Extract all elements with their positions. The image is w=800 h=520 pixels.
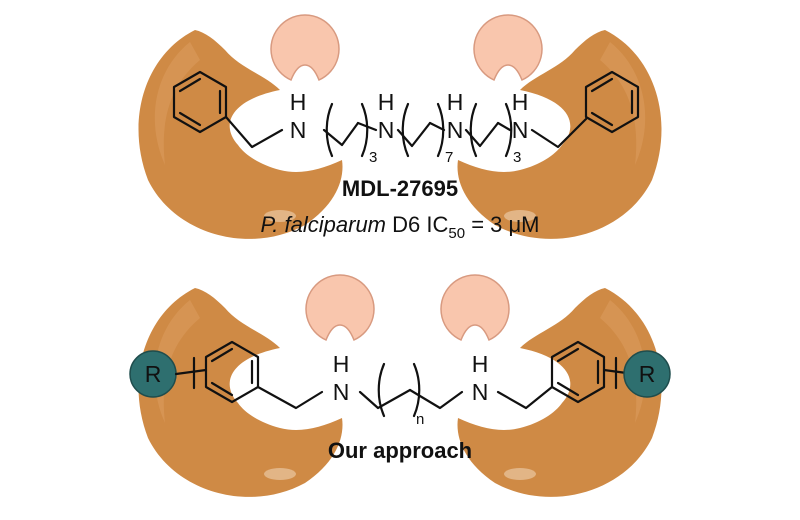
top-amine-4: N — [512, 117, 529, 143]
chain-length-1: 3 — [369, 149, 377, 166]
left-small-pocket — [270, 14, 340, 81]
left-r-label: R — [145, 361, 162, 387]
chain-length-2: 7 — [445, 149, 453, 166]
activity-ic-subscript: 50 — [448, 225, 465, 242]
activity-line: P. falciparum D6 IC50 = 3 μM — [260, 212, 539, 242]
activity-ic: IC — [426, 212, 448, 237]
bottom-amine-2: N — [472, 379, 489, 405]
right-r-group-sphere — [623, 350, 671, 398]
bottom-hydrogen-2: H — [472, 351, 489, 377]
activity-strain: D6 — [392, 212, 420, 237]
chain-length-n: n — [416, 411, 424, 428]
activity-value: = 3 μM — [471, 212, 539, 237]
right-small-pocket — [473, 14, 543, 81]
approach-structure: R R N H N H n — [129, 340, 671, 428]
activity-species: P. falciparum — [260, 212, 386, 237]
bottom-hydrogen-1: H — [333, 351, 350, 377]
right-r-label: R — [639, 361, 656, 387]
top-amine-2: N — [378, 117, 395, 143]
top-binding-site — [138, 14, 662, 239]
compound-name: MDL-27695 — [342, 176, 458, 201]
top-hydrogen-2: H — [378, 89, 395, 115]
top-amine-1: N — [290, 117, 307, 143]
bottom-left-small-pocket — [305, 274, 375, 341]
bottom-right-small-pocket — [440, 274, 510, 341]
top-hydrogen-3: H — [447, 89, 464, 115]
chain-length-3: 3 — [513, 149, 521, 166]
approach-caption: Our approach — [328, 438, 472, 463]
top-hydrogen-1: H — [290, 89, 307, 115]
top-amine-3: N — [447, 117, 464, 143]
top-hydrogen-4: H — [512, 89, 529, 115]
mdl-27695-structure: N H N H N H N H 3 7 3 — [172, 70, 640, 166]
bottom-amine-1: N — [333, 379, 350, 405]
